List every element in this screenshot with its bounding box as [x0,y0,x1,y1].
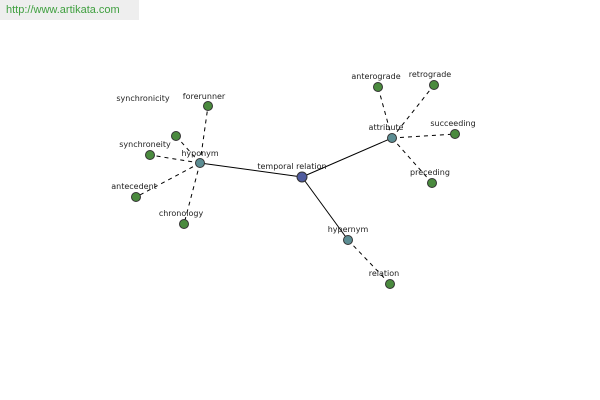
node-attribute[interactable] [387,133,397,143]
node-synchroneity[interactable] [145,150,155,160]
edge-hyponym-synchroneity [149,154,201,164]
edge-temporal-relation-attribute [301,137,393,178]
edge-attribute-succeeding [391,133,456,139]
node-label-succeeding: succeeding [430,119,475,128]
node-chronology[interactable] [179,219,189,229]
node-preceding[interactable] [427,178,437,188]
node-synchronicity[interactable] [171,131,181,141]
node-succeeding[interactable] [450,129,460,139]
node-hypernym[interactable] [343,235,353,245]
edge-temporal-relation-hyponym [199,162,303,178]
node-label-hypernym: hypernym [328,225,369,234]
edge-attribute-retrograde [391,84,435,139]
node-label-preceding: preceding [410,168,450,177]
node-label-hyponym: hyponym [181,149,219,158]
edge-hypernym-relation [347,239,391,285]
node-label-anterograde: anterograde [351,72,400,81]
node-label-retrograde: retrograde [409,70,452,79]
edge-hyponym-forerunner [199,105,209,164]
node-label-temporal-relation: temporal relation [257,162,326,171]
edge-hyponym-chronology [183,162,201,225]
node-label-chronology: chronology [159,209,204,218]
graph-edges [135,84,456,285]
node-temporal-relation[interactable] [296,171,308,183]
graph-nodes [131,80,460,289]
edge-hyponym-synchronicity [175,135,201,164]
node-label-synchronicity: synchronicity [116,94,170,103]
node-relation[interactable] [385,279,395,289]
node-label-antecedent: antecedent [111,182,157,191]
edge-attribute-anterograde [377,86,393,139]
node-label-synchroneity: synchroneity [119,140,171,149]
graph-labels: temporal relation hyponym attribute hyperny… [111,70,475,278]
node-label-forerunner: forerunner [183,92,226,101]
edge-temporal-relation-hypernym [301,176,349,241]
node-antecedent[interactable] [131,192,141,202]
node-retrograde[interactable] [429,80,439,90]
edge-hyponym-antecedent [135,162,201,198]
node-label-relation: relation [369,269,399,278]
node-forerunner[interactable] [203,101,213,111]
node-label-attribute: attribute [369,123,404,132]
edge-attribute-preceding [391,137,433,184]
watermark-link[interactable]: http://www.artikata.com [6,4,120,16]
node-anterograde[interactable] [373,82,383,92]
watermark-banner: http://www.artikata.com [0,0,139,20]
node-hyponym[interactable] [195,158,205,168]
